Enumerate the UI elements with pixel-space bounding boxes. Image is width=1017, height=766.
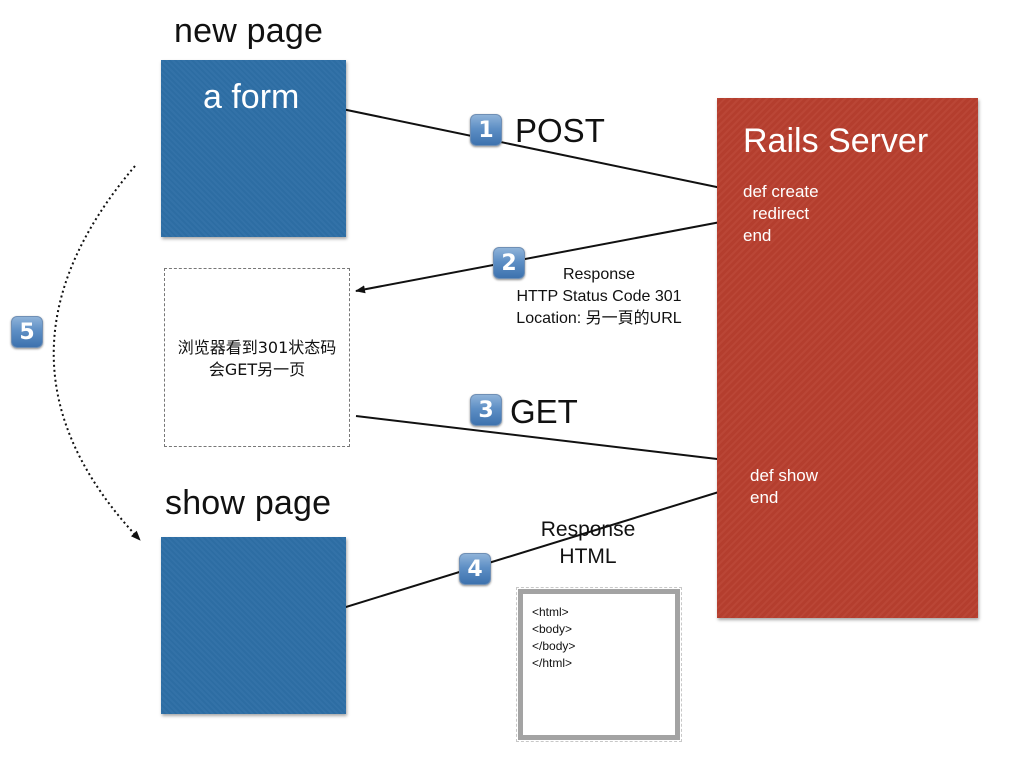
- html-document-code: <html> <body> </body> </html>: [532, 604, 575, 672]
- form-label: a form: [203, 78, 300, 116]
- get-label: GET: [510, 393, 578, 430]
- browser-line: 浏览器看到301状态码: [177, 338, 337, 357]
- new-page-box: a form: [161, 60, 346, 237]
- create-action-code: def create redirect end: [743, 181, 819, 247]
- response-line: Response: [540, 518, 636, 541]
- redirect-response-text: Response HTTP Status Code 301 Location: …: [501, 264, 697, 330]
- code-line: end: [750, 488, 779, 507]
- html-response-text: Response HTML: [518, 516, 658, 570]
- get-arrow: [355, 415, 735, 464]
- step-3-badge: 3: [470, 394, 502, 426]
- show-action-code: def show end: [750, 465, 818, 509]
- redirect-response-arrow: [355, 216, 748, 294]
- rails-server-box: Rails Server def create redirect end def…: [717, 98, 978, 618]
- post-arrow: [317, 103, 732, 193]
- browser-line: 会GET另一页: [208, 360, 306, 379]
- response-line: HTTP Status Code 301: [516, 288, 682, 305]
- code-line: redirect: [743, 204, 810, 223]
- html-line: <body>: [532, 622, 573, 636]
- step-5-badge: 5: [11, 316, 43, 348]
- html-response-arrow: [332, 486, 736, 613]
- code-line: def show: [750, 466, 819, 485]
- html-line: </html>: [532, 656, 573, 670]
- response-line: Response: [562, 266, 636, 283]
- post-label: POST: [515, 112, 605, 149]
- html-line: </body>: [532, 639, 576, 653]
- browser-box: 浏览器看到301状态码 会GET另一页: [164, 268, 350, 447]
- response-line: Location: 另一頁的URL: [516, 310, 682, 327]
- step-4-badge: 4: [459, 553, 491, 585]
- browser-text: 浏览器看到301状态码 会GET另一页: [165, 337, 349, 381]
- new-page-title: new page: [174, 12, 324, 50]
- step-2-badge: 2: [493, 247, 525, 279]
- rails-server-title: Rails Server: [743, 122, 929, 160]
- html-line: <html>: [532, 605, 569, 619]
- response-line: HTML: [559, 545, 617, 568]
- code-line: def create: [743, 182, 819, 201]
- code-line: end: [743, 226, 772, 245]
- show-page-box: [161, 537, 346, 714]
- show-page-title: show page: [165, 484, 332, 522]
- step-1-badge: 1: [470, 114, 502, 146]
- navigation-curve-arrow: [52, 165, 141, 541]
- html-document-box: <html> <body> </body> </html>: [516, 587, 682, 742]
